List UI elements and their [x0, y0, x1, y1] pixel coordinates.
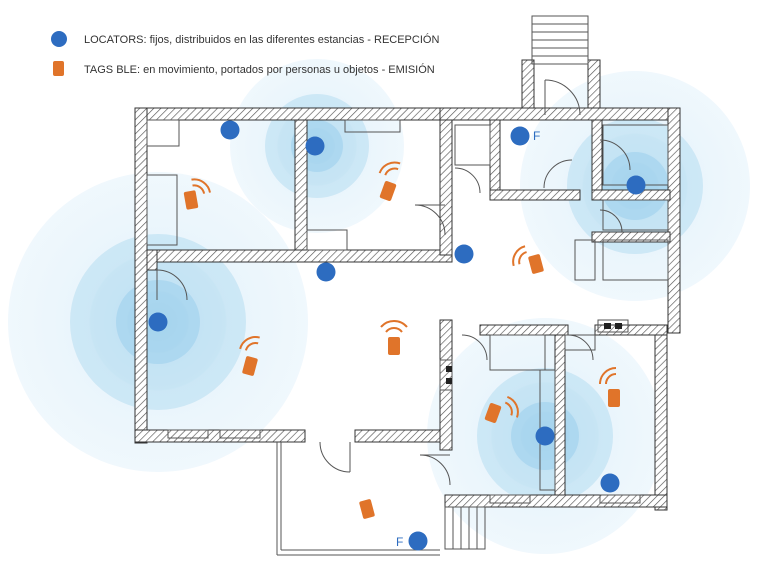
walls	[134, 59, 681, 511]
locator-dot-icon	[510, 126, 530, 146]
locator-dot-icon	[316, 262, 336, 282]
locator-dot-icon	[408, 531, 428, 551]
legend: LOCATORS: fijos, distribuidos en las dif…	[51, 31, 439, 76]
plan-lines	[146, 15, 669, 556]
ble-tag-icon	[359, 499, 375, 519]
appliance-icons	[446, 323, 622, 384]
ble-tag-icon	[183, 178, 211, 210]
coverage-areas	[8, 59, 750, 554]
ble-tag-icon	[599, 367, 620, 407]
locator-dot-icon	[51, 31, 67, 47]
locator-label: F	[533, 129, 540, 143]
locator-dot-icon	[305, 136, 325, 156]
locator-dot-icon	[148, 312, 168, 332]
ble-tag-icon	[484, 396, 519, 423]
ble-tag-icon	[53, 61, 64, 76]
legend-tags-text: TAGS BLE: en movimiento, portados por pe…	[84, 63, 435, 76]
locator-dot-icon	[600, 473, 620, 493]
locator-dot-icon	[220, 120, 240, 140]
locator-dot-icon	[626, 175, 646, 195]
locator-dot-icon	[454, 244, 474, 264]
legend-locators-text: LOCATORS: fijos, distribuidos en las dif…	[84, 33, 439, 46]
locator-label: F	[396, 535, 403, 549]
locators	[148, 120, 646, 551]
ble-tags	[183, 161, 620, 519]
ble-tag-icon	[378, 161, 401, 201]
ble-tag-icon	[239, 336, 260, 376]
locator-dot-icon	[535, 426, 555, 446]
ble-tag-icon	[380, 320, 408, 355]
ble-tag-icon	[512, 245, 544, 274]
